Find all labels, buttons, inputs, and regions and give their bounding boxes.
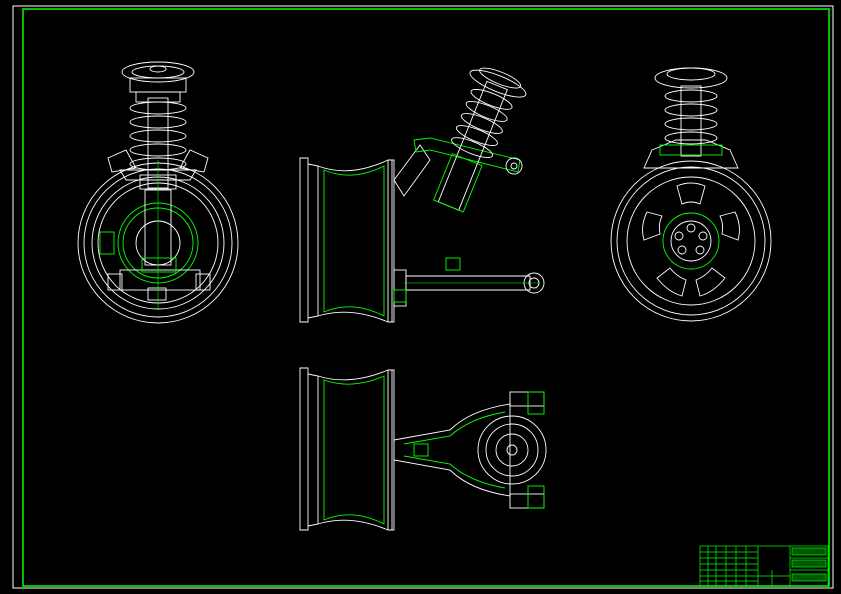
title-block bbox=[699, 545, 829, 587]
front-view bbox=[77, 61, 239, 324]
drawing-frame bbox=[22, 8, 830, 587]
side-view bbox=[299, 67, 545, 323]
outer-border bbox=[12, 5, 834, 589]
rear-view bbox=[610, 67, 772, 322]
top-view bbox=[299, 367, 547, 531]
